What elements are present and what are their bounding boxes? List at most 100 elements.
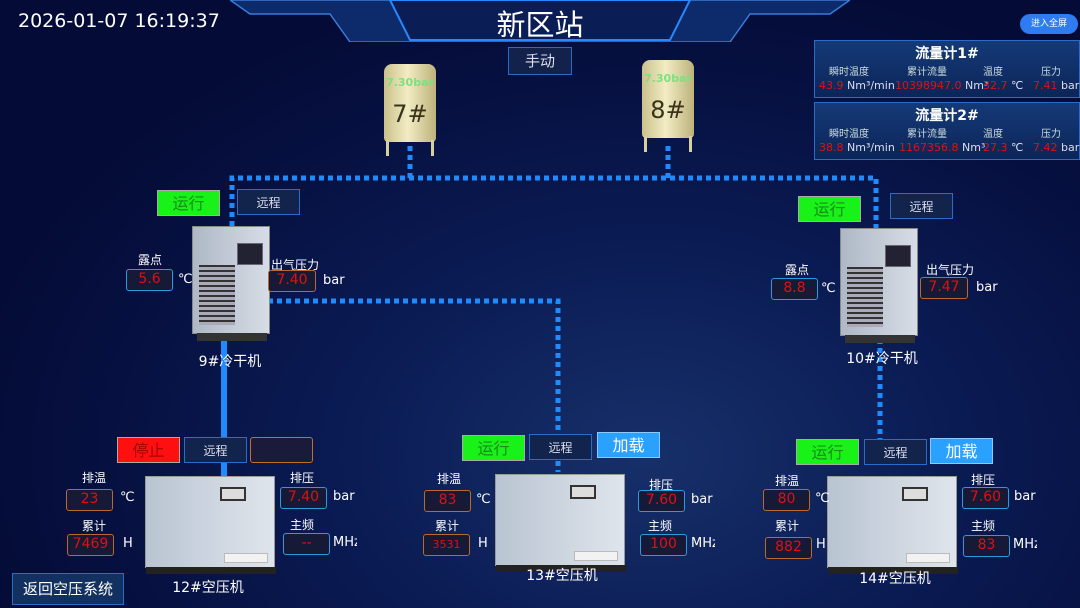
compressor-14-hours-value: 882 — [765, 537, 812, 559]
label: 累计流量 — [907, 67, 947, 78]
hours-label: 累计 — [82, 519, 107, 533]
temp-value: 27.3 — [983, 141, 1008, 154]
instant-value: 43.9 — [819, 79, 844, 92]
label: 温度 — [983, 129, 1003, 140]
unit: ℃ — [178, 272, 193, 287]
compressor-14-temp-value: 80 — [763, 489, 810, 511]
dryer-9-remote-button[interactable]: 远程 — [237, 189, 300, 215]
tank-7: 7.30bar 7# — [384, 64, 436, 156]
unit: MHz — [333, 535, 357, 550]
pipe-dryer9-comp13 — [268, 298, 561, 472]
unit: H — [123, 536, 133, 551]
flowmeter-title: 流量计1# — [915, 46, 979, 62]
pressure-value: 7.41 — [1033, 79, 1058, 92]
unit: H — [478, 536, 488, 551]
back-to-system-button[interactable]: 返回空压系统 — [12, 573, 124, 605]
dryer-10-name: 10#冷干机 — [846, 351, 918, 367]
unit: ℃ — [821, 281, 836, 296]
unit: Nm³/min — [847, 141, 895, 154]
compressor-13-pressure-value: 7.60 — [638, 490, 685, 512]
unit: bar — [333, 489, 355, 504]
freq-label: 主频 — [290, 518, 315, 532]
pressure-value: 7.42 — [1033, 141, 1058, 154]
compressor-14-remote-button[interactable]: 远程 — [864, 439, 927, 465]
compressor-13-load-indicator: 加载 — [597, 432, 660, 458]
hours-label: 累计 — [775, 519, 800, 533]
dryer-10-remote-button[interactable]: 远程 — [890, 193, 953, 219]
unit: Nm³ — [962, 141, 986, 154]
compressor-13-remote-button[interactable]: 远程 — [529, 434, 592, 460]
temp-label: 排温 — [775, 474, 800, 488]
unit: ℃ — [1011, 141, 1024, 154]
pressure-label: 排压 — [290, 471, 315, 485]
freq-label: 主频 — [971, 519, 996, 533]
dryer-9-outlet-value: 7.40 — [268, 270, 316, 292]
flowmeter-2-panel: 流量计2# 瞬时温度 累计流量 温度 压力 38.8 Nm³/min 11673… — [814, 102, 1080, 160]
compressor-13-temp-value: 83 — [424, 490, 471, 512]
compressor-12-remote-button[interactable]: 远程 — [184, 437, 247, 463]
unit: ℃ — [476, 492, 491, 507]
compressor-14-load-indicator: 加载 — [930, 438, 993, 464]
dryer-9-status: 运行 — [157, 190, 220, 216]
temp-value: 32.7 — [983, 79, 1008, 92]
unit: Nm³/min — [847, 79, 895, 92]
outlet-pressure-label: 出气压力 — [271, 258, 320, 272]
compressor-14-status: 运行 — [796, 439, 859, 465]
label: 压力 — [1041, 67, 1061, 78]
compressor-13-name: 13#空压机 — [526, 568, 598, 584]
pressure-label: 排压 — [649, 478, 674, 492]
dew-label: 露点 — [785, 263, 810, 277]
mode-button[interactable]: 手动 — [508, 47, 572, 75]
tank-8: 7.30bar 8# — [642, 60, 694, 152]
compressor-14-image — [827, 476, 958, 574]
outlet-pressure-label: 出气压力 — [926, 263, 975, 277]
dryer-9-name: 9#冷干机 — [198, 354, 262, 370]
compressor-12-load-indicator — [250, 437, 313, 463]
unit: Nm³ — [964, 79, 989, 92]
unit: bar — [1014, 489, 1036, 504]
dryer-10-image — [840, 228, 918, 343]
freq-label: 主频 — [648, 519, 673, 533]
compressor-12-image — [145, 476, 276, 574]
hours-label: 累计 — [435, 519, 460, 533]
flowmeter-1-panel: 流量计1# 瞬时温度 累计流量 温度 压力 43.9 Nm³/min 10398… — [814, 40, 1080, 98]
unit: bar — [976, 280, 998, 295]
unit: bar — [323, 273, 345, 288]
dryer-10-status: 运行 — [798, 196, 861, 222]
header-frame — [230, 0, 850, 42]
tank-name: 8# — [650, 96, 686, 124]
compressor-12-temp-value: 23 — [66, 489, 113, 511]
pressure-label: 排压 — [971, 473, 996, 487]
page-title: 新区站 — [496, 8, 584, 42]
fullscreen-button[interactable]: 进入全屏 — [1020, 14, 1078, 34]
unit: ℃ — [815, 491, 830, 506]
unit: H — [816, 537, 826, 552]
pipe-main — [229, 175, 879, 228]
compressor-12-pressure-value: 7.40 — [280, 487, 327, 509]
compressor-14-freq-value: 83 — [963, 535, 1010, 557]
temp-label: 排温 — [437, 472, 462, 486]
compressor-12-name: 12#空压机 — [172, 580, 244, 596]
label: 温度 — [983, 67, 1003, 78]
compressor-12-freq-value: -- — [283, 533, 330, 555]
instant-value: 38.8 — [819, 141, 844, 154]
label: 瞬时温度 — [829, 129, 869, 140]
compressor-12-hours-value: 7469 — [67, 534, 114, 556]
unit: bar — [1061, 79, 1080, 92]
tank-name: 7# — [392, 100, 428, 128]
tank-pressure: 7.30bar — [386, 76, 434, 89]
compressor-14-name: 14#空压机 — [859, 571, 931, 587]
compressor-13-status: 运行 — [462, 435, 525, 461]
compressor-13-image — [495, 474, 626, 572]
label: 压力 — [1041, 129, 1061, 140]
unit: MHz — [1013, 537, 1037, 552]
label: 瞬时温度 — [829, 67, 869, 78]
unit: ℃ — [120, 490, 135, 505]
unit: bar — [691, 492, 713, 507]
unit: MHz — [691, 536, 715, 551]
compressor-12-status: 停止 — [117, 437, 180, 463]
tank-pressure: 7.30bar — [644, 72, 692, 85]
total-value: 10398947.0 — [895, 79, 962, 92]
compressor-14-pressure-value: 7.60 — [962, 487, 1009, 509]
dryer-9-dew-value: 5.6 — [126, 269, 173, 291]
